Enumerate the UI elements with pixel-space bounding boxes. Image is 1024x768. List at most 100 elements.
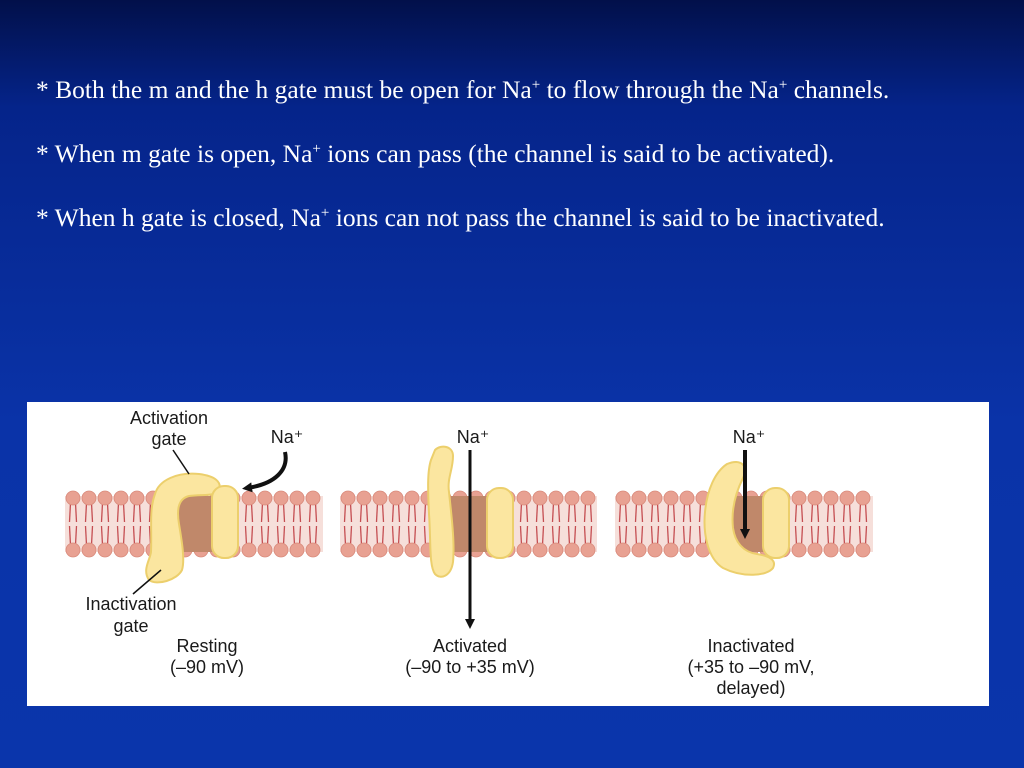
lipid-tail [800,525,804,546]
lipid-tail [519,502,523,523]
lipid-head [289,542,305,558]
lipid-head [516,542,532,558]
lipid-tail [343,502,347,523]
text-segment: * When h gate is closed, Na [36,203,321,232]
lipid-head [647,542,663,558]
lipid-head [807,490,823,506]
lipid-tail [90,525,94,546]
lipid-head [404,490,420,506]
lipid-tail [848,502,852,523]
lipid-tail [282,525,286,546]
lipid-tail [308,502,312,523]
state-label-resting-line2: (–90 mV) [170,657,244,677]
lipid-tail [74,502,78,523]
lipid-tail [688,525,692,546]
lipid-head [839,490,855,506]
lipid-head [807,542,823,558]
lipid-tail [365,525,369,546]
lipid-tail [375,502,379,523]
activation-gate-inactivated [703,460,775,576]
lipid-tail [650,502,654,523]
lipid-tail [381,525,385,546]
activation-gate-activated [427,445,455,578]
lipid-head [257,542,273,558]
lipid-tail [397,502,401,523]
activation-gate-pointer [172,449,190,475]
bullet-paragraph-3: * When h gate is closed, Na+ ions can no… [36,188,988,252]
lipid-tail [557,502,561,523]
lipid-tail [292,502,296,523]
lipid-head [388,490,404,506]
lipid-head [340,490,356,506]
lipid-tail [314,525,318,546]
lipid-head [241,490,257,506]
lipid-tail [298,525,302,546]
lipid-head [65,542,81,558]
lipid-tail [650,525,654,546]
lipid-tail [816,525,820,546]
lipid-head [580,542,596,558]
lipid-head [615,542,631,558]
lipid-tail [84,525,88,546]
lipid-head [647,490,663,506]
lipid-head [679,490,695,506]
lipid-tail [666,502,670,523]
lipid-tail [535,502,539,523]
lipid-tail [832,502,836,523]
inactivation-gate-label-line2: gate [113,616,148,636]
inactivation-gate-resting [211,485,239,559]
lipid-tail [244,502,248,523]
lipid-tail [589,502,593,523]
lipid-tail [618,525,622,546]
lipid-tail [343,525,347,546]
lipid-tail [525,525,529,546]
lipid-tail [116,525,120,546]
inactivation-gate-pointer [132,569,162,595]
lipid-tail [391,525,395,546]
lipid-head [356,542,372,558]
lipid-tail [525,502,529,523]
lipid-tail [122,502,126,523]
text-segment: * When m gate is open, Na [36,139,313,168]
lipid-head [564,542,580,558]
lipid-head [823,542,839,558]
lipid-tail [116,502,120,523]
lipid-head [823,490,839,506]
slide-text: * Both the m and the h gate must be open… [36,60,988,252]
lipid-tail [858,502,862,523]
lipid-tail [132,502,136,523]
lipid-head [839,542,855,558]
lipid-tail [583,525,587,546]
lipid-tail [407,525,411,546]
lipid-tail [381,502,385,523]
lipid-tail [567,525,571,546]
text-segment: ions can not pass the channel is said to… [329,203,885,232]
lipid-head [81,490,97,506]
state-label-inactivated-line3: delayed) [716,678,785,698]
text-segment: ions can pass (the channel is said to be… [320,139,835,168]
lipid-head [516,490,532,506]
lipid-tail [375,525,379,546]
lipid-head [273,490,289,506]
state-label-inactivated-line2: (+35 to –90 mV, [688,657,815,677]
lipid-head [855,490,871,506]
superscript-plus: + [312,141,321,157]
inactivation-gate-label-line1: Inactivation [85,594,176,614]
state-label-activated-line1: Activated [433,636,507,656]
na-ion-label-activated: Na⁺ [457,427,490,447]
text-segment: channels. [787,75,890,104]
lipid-tail [634,525,638,546]
lipid-tail [106,502,110,523]
bullet-paragraph-2: * When m gate is open, Na+ ions can pass… [36,124,988,188]
lipid-tail [138,525,142,546]
lipid-head [548,542,564,558]
lipid-tail [100,525,104,546]
inactivation-gate-activated [486,487,514,559]
lipid-head [356,490,372,506]
lipid-tail [260,502,264,523]
lipid-tail [365,502,369,523]
lipid-head [241,542,257,558]
lipid-tail [634,502,638,523]
activation-gate-label-line2: gate [151,429,186,449]
lipid-tail [84,502,88,523]
